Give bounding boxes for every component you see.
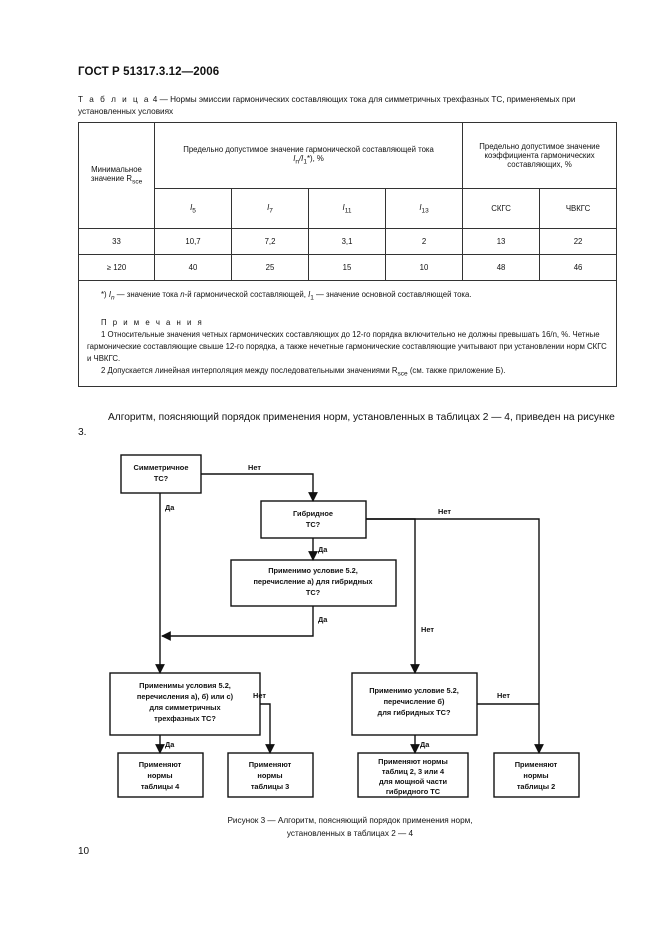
table-caption: Т а б л и ц а 4 — Нормы эмиссии гармонич…: [78, 94, 598, 117]
emission-norms-table: Минимальное значение Rsce Предельно допу…: [77, 122, 618, 388]
header-coef-limit: Предельно допустимое значение коэффициен…: [462, 122, 618, 189]
box-cond52abc-l2: перечисления а), б) или с): [137, 692, 234, 701]
note-2: 2 Допускается линейная интерполяция межд…: [101, 365, 506, 378]
box-table3-l1: Применяют: [249, 760, 292, 769]
header-min-rsce: Минимальное значение Rsce: [78, 122, 155, 229]
figure-caption-line-1: Рисунок 3 — Алгоритм, поясняющий порядок…: [227, 816, 473, 825]
subheader-chvkgs: ЧВКГС: [539, 188, 618, 229]
subheader-i7: I7: [231, 188, 309, 229]
box-table4-l2: нормы: [147, 771, 172, 780]
notes-row: *) In — значение тока n-й гармонической …: [77, 279, 618, 388]
box-hybrid-l2: ТС?: [306, 520, 321, 529]
cell: 33: [78, 228, 155, 255]
table-row: 33 10,7 7,2 3,1 2 13 22: [78, 228, 618, 255]
label-no-2: Нет: [438, 507, 451, 516]
notes-title: П р и м е ч а н и я: [101, 317, 204, 327]
box-cond52abc-l1: Применимы условия 5.2,: [139, 681, 231, 690]
box-symmetric-l2: ТС?: [154, 474, 169, 483]
box-table4-l3: таблицы 4: [141, 782, 180, 791]
body-paragraph: Алгоритм, поясняющий порядок применения …: [78, 412, 615, 438]
cell: 2: [384, 228, 464, 255]
document-header: ГОСТ Р 51317.3.12—2006: [78, 66, 220, 78]
subheader-row: I5 I7 I11 I13 СКГС ЧВКГС: [79, 188, 618, 229]
box-cond52abc-l3: для симметричных: [149, 703, 221, 712]
cell: 10: [384, 254, 464, 281]
table-notes: *) In — значение тока n-й гармонической …: [77, 279, 618, 388]
box-cond52b-l3: для гибридных ТС?: [378, 708, 451, 717]
box-cond52a-l3: ТС?: [306, 588, 321, 597]
label-no-4: Нет: [253, 691, 266, 700]
table-row: ≥ 120 40 25 15 10 48 46: [78, 254, 618, 281]
label-yes-1: Да: [165, 503, 175, 512]
page-number: 10: [78, 846, 90, 857]
header-harmonic-limit: Предельно допустимое значение гармоничес…: [153, 122, 464, 189]
note-1: 1 Относительные значения четных гармонич…: [87, 329, 607, 363]
box-hybrid-l1: Гибридное: [293, 509, 333, 518]
label-yes-4: Да: [165, 740, 175, 749]
box-table3-l3: таблицы 3: [251, 782, 289, 791]
label-yes-2: Да: [318, 545, 328, 554]
label-no-1: Нет: [248, 463, 261, 472]
box-cond52b-l2: перечисление б): [384, 697, 445, 706]
box-table3-l2: нормы: [257, 771, 282, 780]
table-caption-label: Т а б л и ц а: [78, 95, 151, 104]
cell: 46: [539, 254, 618, 281]
box-table234-l1: Применяют нормы: [378, 757, 448, 766]
cell: 10,7: [154, 228, 232, 255]
box-cond52a-l1: Применимо условие 5.2,: [268, 566, 358, 575]
box-cond52abc-l4: трехфазных ТС?: [154, 714, 216, 723]
cell: 40: [154, 254, 232, 281]
cell: 48: [462, 254, 541, 281]
subheader-i13: I13: [384, 188, 464, 229]
box-table234-l4: гибридного ТС: [386, 787, 441, 796]
figure-caption-line-2: установленных в таблицах 2 — 4: [286, 829, 414, 838]
footnote: *) In — значение тока n-й гармонической …: [101, 290, 472, 302]
figure-caption: Рисунок 3 — Алгоритм, поясняющий порядок…: [150, 814, 550, 840]
box-cond52b-l1: Применимо условие 5.2,: [369, 686, 459, 695]
box-table234-l3: для мощной части: [379, 777, 448, 786]
box-table2-l2: нормы: [523, 771, 548, 780]
subheader-skgs: СКГС: [462, 188, 541, 229]
box-cond52a-l2: перечисление а) для гибридных: [253, 577, 373, 586]
label-no-5: Нет: [497, 691, 510, 700]
cell: ≥ 120: [78, 254, 155, 281]
box-table2-l3: таблицы 2: [517, 782, 555, 791]
box-table234-l2: таблиц 2, 3 или 4: [382, 767, 445, 776]
label-yes-3: Да: [318, 615, 328, 624]
box-table4-l1: Применяют: [139, 760, 182, 769]
table-caption-text: 4 — Нормы эмиссии гармонических составля…: [78, 95, 576, 116]
label-yes-5: Да: [420, 740, 430, 749]
label-no-3: Нет: [421, 625, 434, 634]
box-symmetric-l1: Симметричное: [134, 463, 189, 472]
box-table2-l1: Применяют: [515, 760, 558, 769]
